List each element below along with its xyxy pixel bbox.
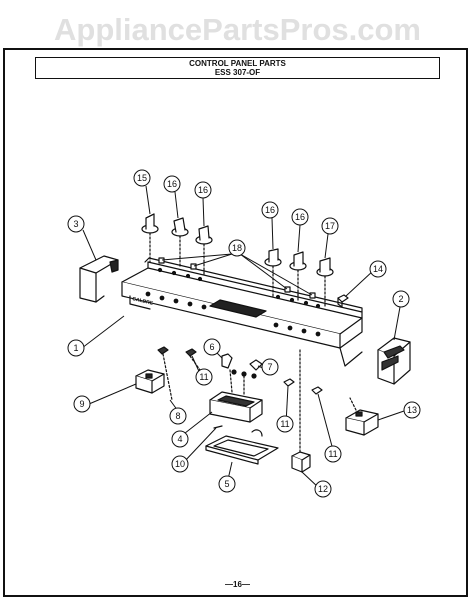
pins-10 bbox=[213, 425, 263, 437]
knob-16d bbox=[289, 251, 307, 301]
switch-caps-6-7 bbox=[221, 353, 263, 395]
knob-15 bbox=[141, 213, 159, 263]
model-number: ESS 307-OF bbox=[214, 68, 261, 77]
callout-9: 9 bbox=[79, 399, 84, 409]
callout-5: 5 bbox=[224, 479, 229, 489]
knob-16c bbox=[264, 248, 282, 297]
diagram-frame bbox=[3, 48, 468, 597]
mounting-plate-5 bbox=[205, 435, 279, 465]
callout-11-a: 11 bbox=[199, 372, 208, 382]
base-block-12 bbox=[291, 349, 311, 473]
end-bracket-2 bbox=[377, 337, 411, 385]
callout-15: 15 bbox=[137, 173, 147, 183]
callout-11-b: 11 bbox=[280, 419, 289, 429]
page-number: —16— bbox=[225, 580, 250, 589]
callout-8: 8 bbox=[175, 411, 180, 421]
callout-2: 2 bbox=[398, 294, 403, 304]
callout-11-c: 11 bbox=[328, 449, 337, 459]
callout-14: 14 bbox=[373, 264, 383, 274]
callout-7: 7 bbox=[267, 362, 272, 372]
knob-16b bbox=[195, 225, 213, 276]
knob-17 bbox=[316, 257, 334, 307]
callout-13: 13 bbox=[407, 405, 417, 415]
watermark-text: AppliancePartsPros.com bbox=[54, 12, 421, 47]
side-bracket-3 bbox=[79, 255, 119, 303]
callout-4: 4 bbox=[177, 434, 182, 444]
callout-3: 3 bbox=[73, 219, 78, 229]
callout-1: 1 bbox=[73, 343, 78, 353]
knob-caps-18 bbox=[158, 257, 316, 299]
title-box bbox=[35, 57, 440, 79]
clip-14 bbox=[337, 294, 349, 308]
callout-10: 10 bbox=[175, 459, 185, 469]
callout-16-a: 16 bbox=[167, 179, 177, 189]
control-panel-part bbox=[121, 257, 363, 367]
callout-16-d: 16 bbox=[295, 212, 305, 222]
spacer-8 bbox=[157, 346, 173, 401]
panel-brand-text: GALBRE bbox=[132, 296, 155, 307]
callout-16-c: 16 bbox=[265, 205, 275, 215]
knob-16a bbox=[171, 217, 189, 269]
callout-16-b: 16 bbox=[198, 185, 208, 195]
callout-12: 12 bbox=[318, 484, 328, 494]
junction-box-13 bbox=[345, 397, 379, 436]
callout-18: 18 bbox=[232, 243, 242, 253]
callout-6: 6 bbox=[209, 342, 214, 352]
callout-17: 17 bbox=[325, 221, 335, 231]
switch-block-9 bbox=[135, 369, 165, 394]
switch-housing-4 bbox=[209, 391, 263, 423]
diagram-title: CONTROL PANEL PARTS bbox=[189, 59, 286, 68]
